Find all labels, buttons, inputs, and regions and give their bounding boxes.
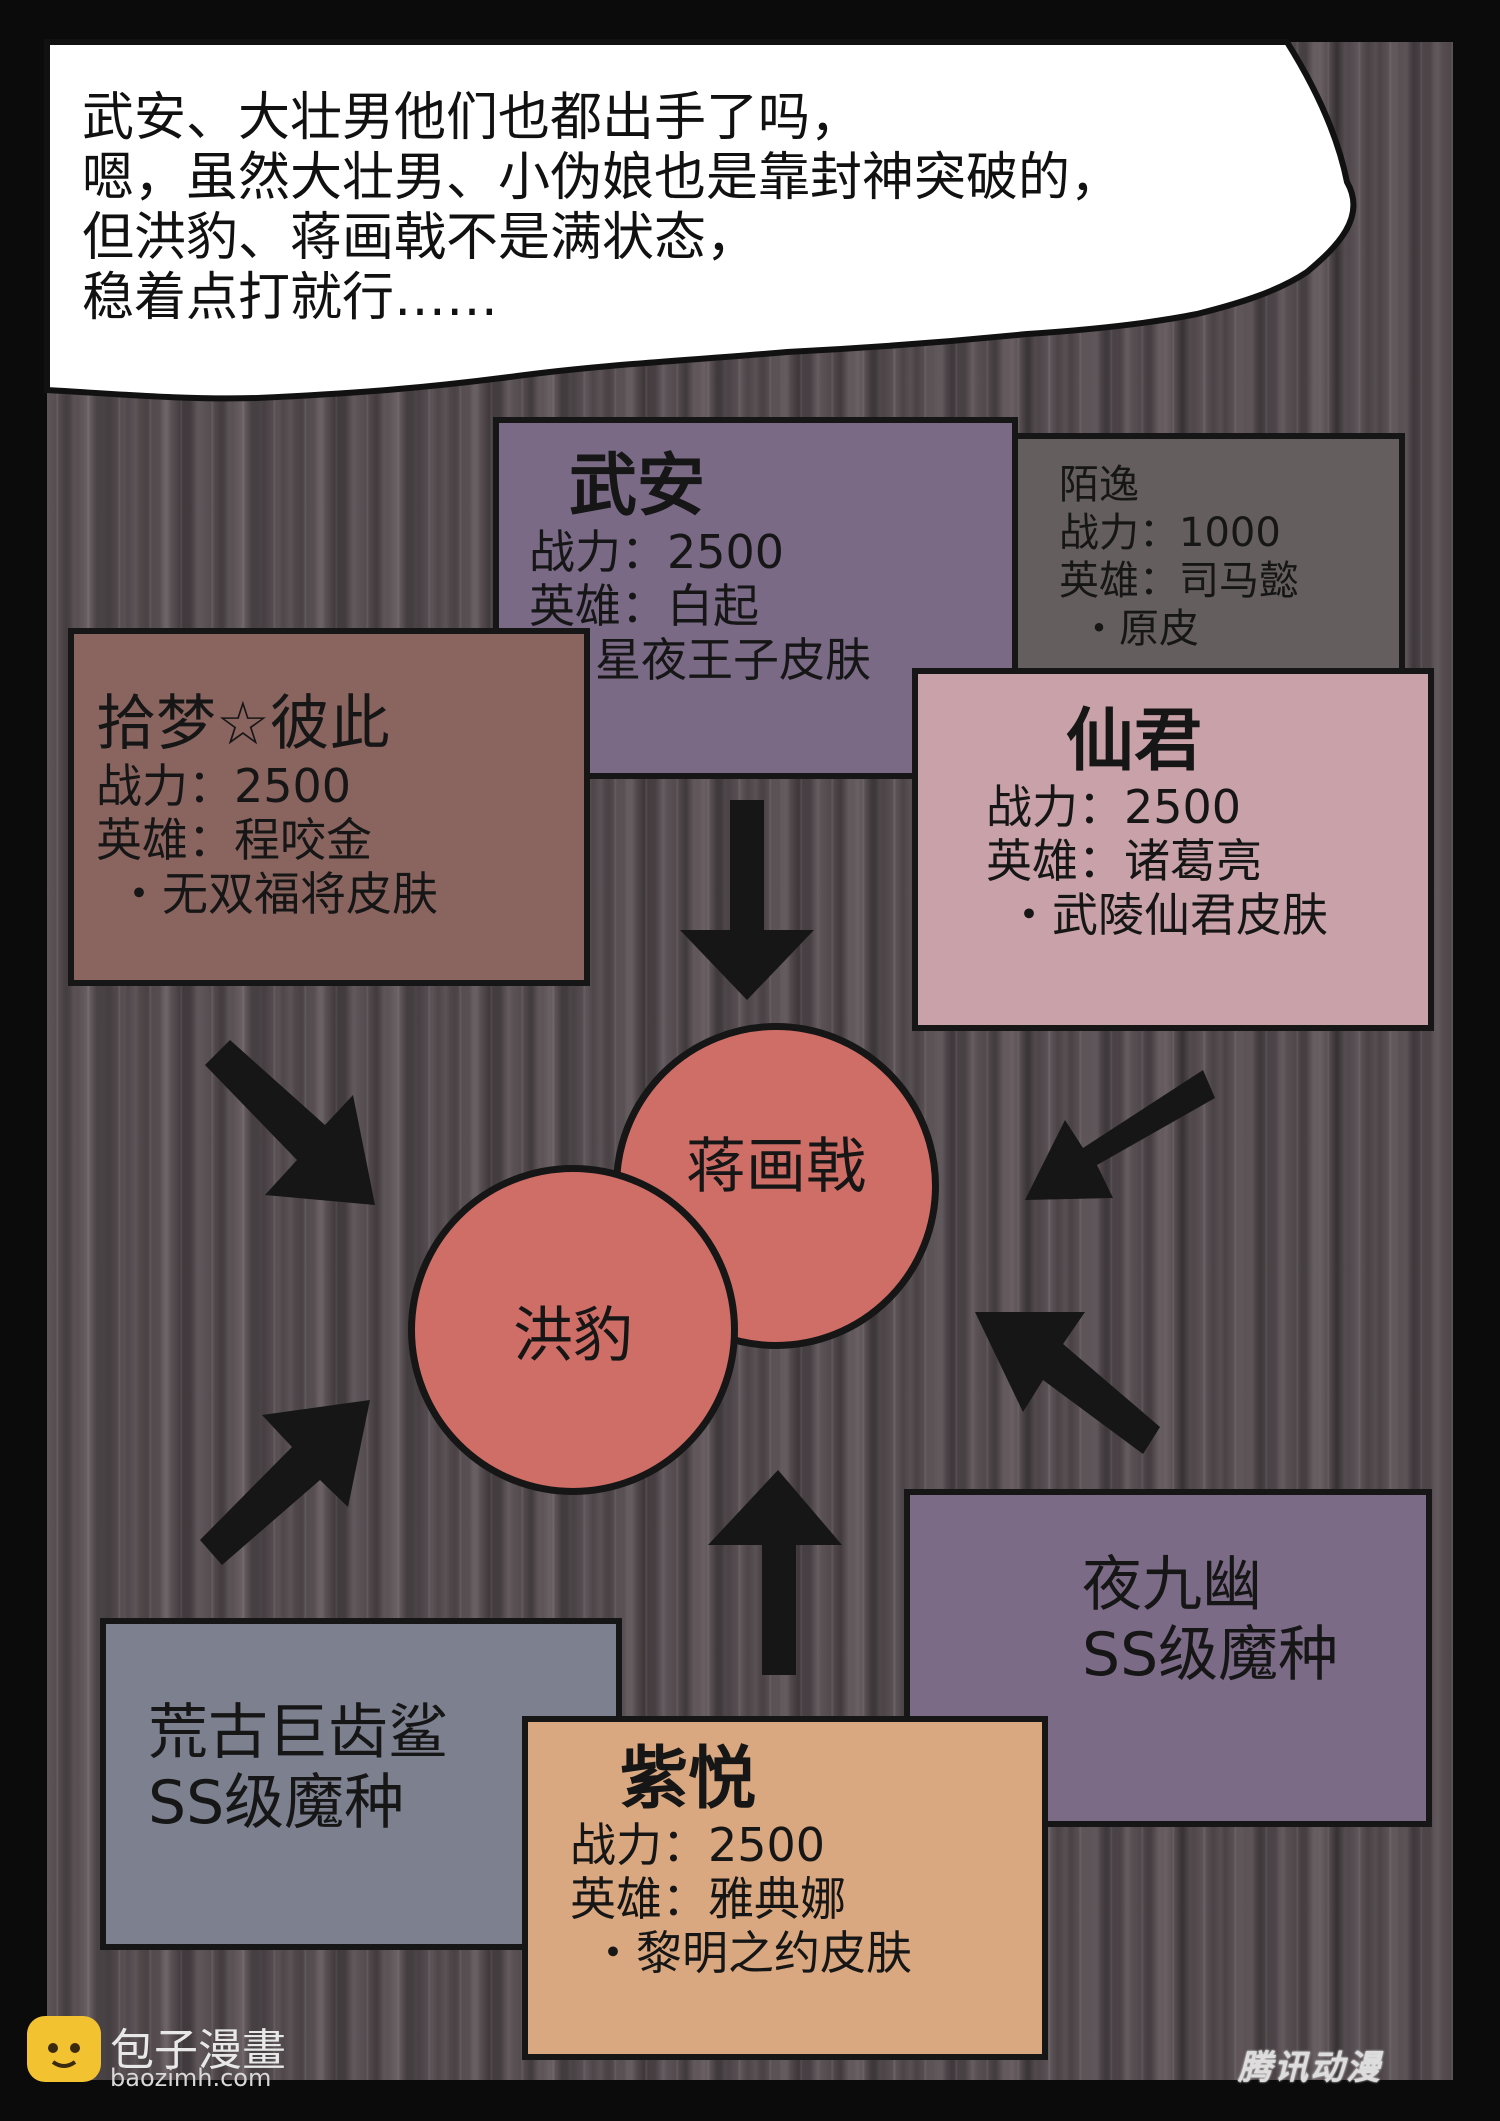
card-rank: SS级魔种 bbox=[148, 1768, 405, 1838]
card-name: 夜九幽 bbox=[1082, 1550, 1262, 1620]
card-hero: 英雄：白起 bbox=[529, 579, 759, 633]
card-name: 仙君 bbox=[1066, 702, 1203, 781]
card-xianjun: 仙君 战力：2500 英雄：诸葛亮 ・武陵仙君皮肤 bbox=[912, 668, 1434, 1031]
card-name: 紫悦 bbox=[620, 1740, 757, 1819]
speech-bubble-text: 武安、大壮男他们也都出手了吗， 嗯，虽然大壮男、小伪娘也是靠封神突破的， 但洪豹… bbox=[82, 88, 1123, 328]
card-shimeng-bici: 拾梦☆彼此 战力：2500 英雄：程咬金 ・无双福将皮肤 bbox=[68, 628, 590, 986]
speech-bubble bbox=[44, 39, 1357, 402]
arrow-up-right-icon bbox=[200, 1400, 370, 1565]
arrow-up-left-icon bbox=[975, 1312, 1160, 1454]
card-name: 武安 bbox=[569, 447, 706, 526]
watermark-corner: 腾讯动漫 bbox=[1238, 2048, 1382, 2088]
card-skin: ・黎明之约皮肤 bbox=[590, 1926, 912, 1980]
arrow-down-icon bbox=[680, 800, 814, 1000]
watermark-brand: 包子漫畫 bbox=[110, 2025, 286, 2076]
card-skin: ・原皮 bbox=[1079, 606, 1199, 652]
card-power: 战力：2500 bbox=[986, 780, 1242, 834]
card-skin: ・无双福将皮肤 bbox=[116, 867, 438, 921]
arrow-up-icon bbox=[708, 1470, 842, 1675]
card-moyi: 陌逸 战力：1000 英雄：司马懿 ・原皮 bbox=[985, 433, 1405, 683]
card-power: 战力：2500 bbox=[570, 1818, 826, 1872]
watermark-url: baozimh.com bbox=[110, 2064, 272, 2092]
card-hero: 英雄：程咬金 bbox=[96, 813, 372, 867]
card-hero: 英雄：诸葛亮 bbox=[986, 834, 1262, 888]
card-power: 战力：2500 bbox=[529, 525, 785, 579]
baozi-logo-icon bbox=[27, 2016, 101, 2082]
card-name: 陌逸 bbox=[1059, 462, 1139, 508]
card-ziyue: 紫悦 战力：2500 英雄：雅典娜 ・黎明之约皮肤 bbox=[522, 1716, 1048, 2060]
card-hero: 英雄：雅典娜 bbox=[570, 1872, 846, 1926]
card-power: 战力：2500 bbox=[96, 759, 352, 813]
arrow-down-right-icon bbox=[205, 1040, 375, 1205]
card-name: 拾梦☆彼此 bbox=[96, 689, 390, 759]
arrow-down-left-icon bbox=[1025, 1070, 1215, 1200]
target-hong-bao: 洪豹 bbox=[408, 1165, 738, 1495]
card-skin: ・武陵仙君皮肤 bbox=[1006, 888, 1328, 942]
card-power: 战力：1000 bbox=[1059, 510, 1281, 556]
card-skin: ・星夜王子皮肤 bbox=[549, 633, 871, 687]
card-rank: SS级魔种 bbox=[1082, 1620, 1339, 1690]
card-hero: 英雄：司马懿 bbox=[1059, 558, 1299, 604]
card-name: 荒古巨齿鲨 bbox=[148, 1698, 448, 1768]
